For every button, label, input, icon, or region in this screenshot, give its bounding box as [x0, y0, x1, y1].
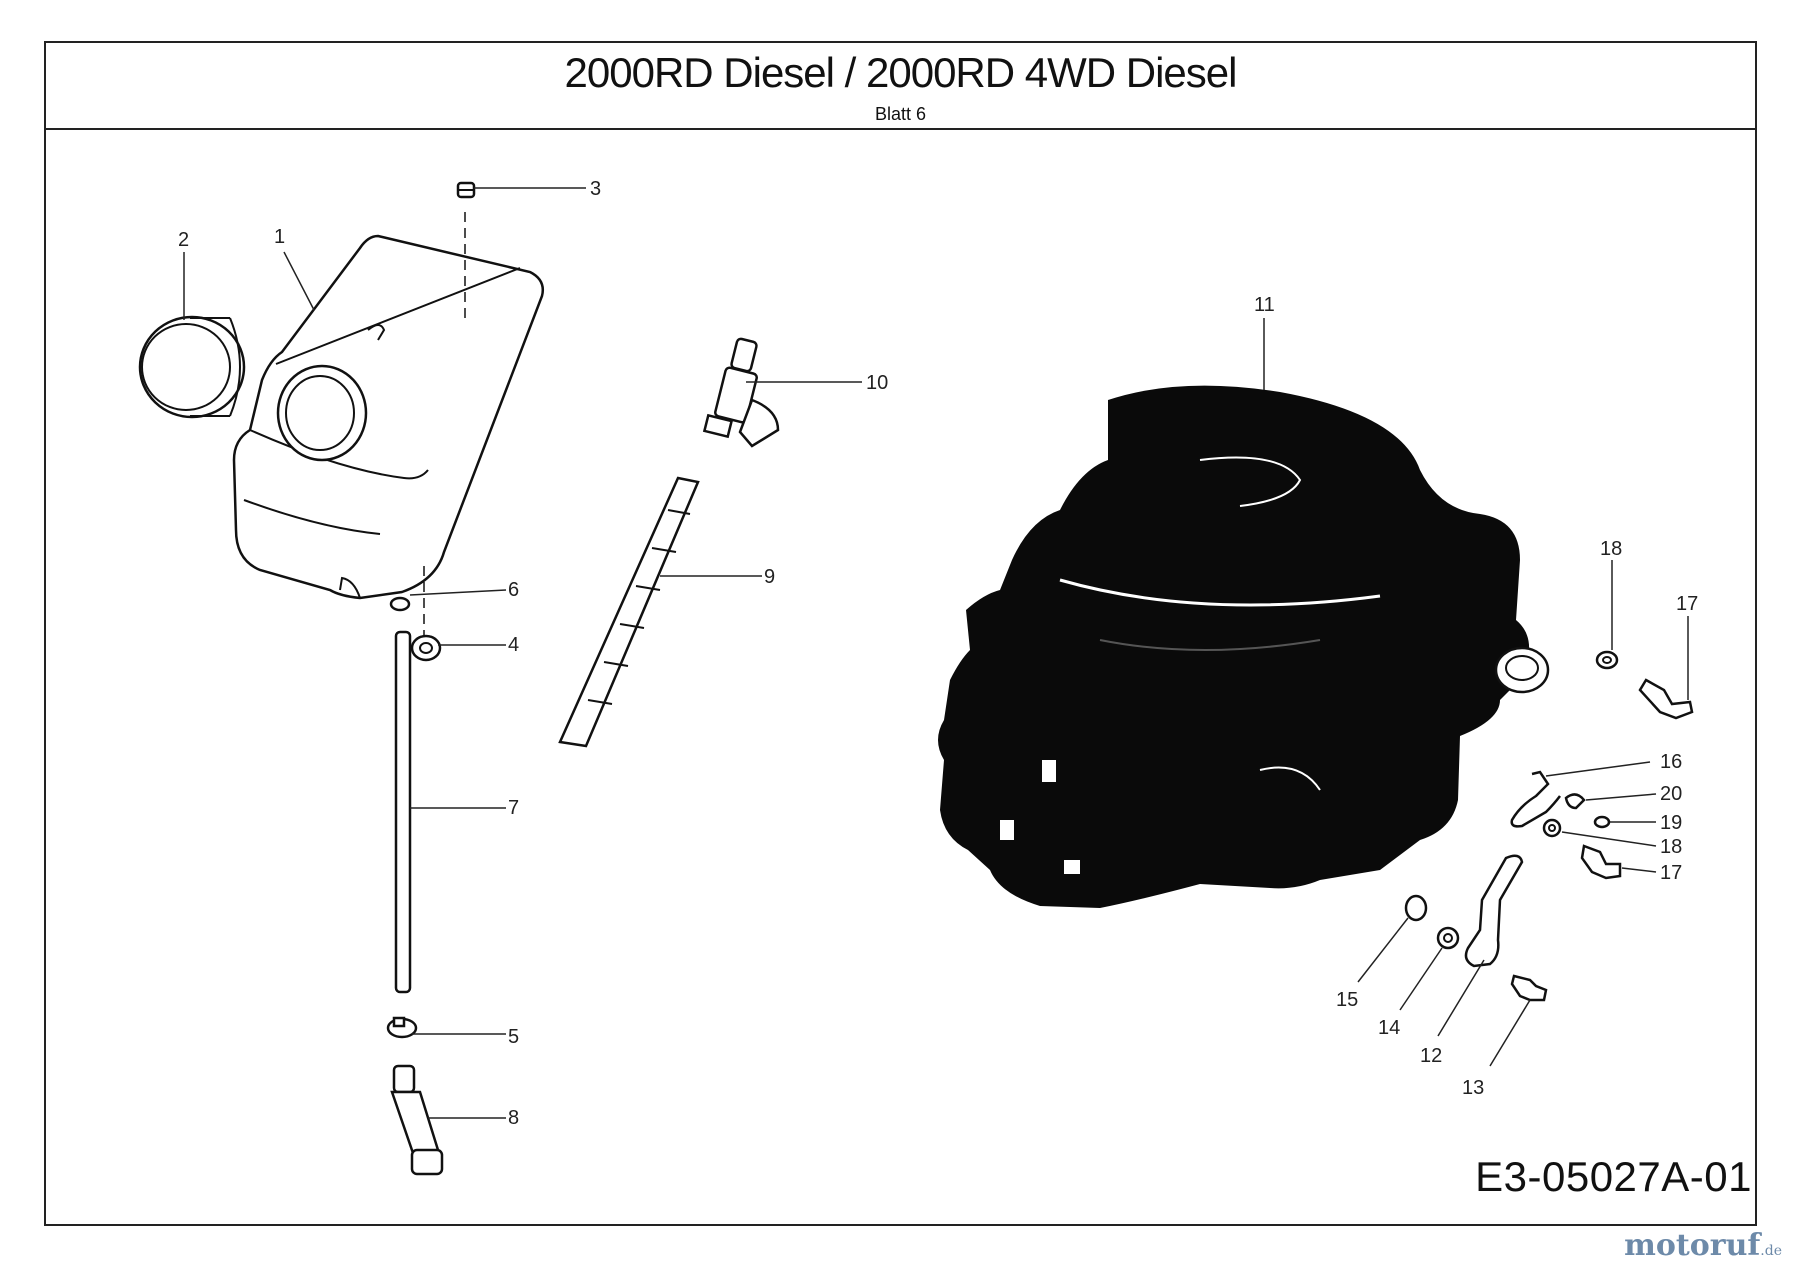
part-bolt-lower — [1580, 844, 1622, 880]
brand-logo[interactable]: motoruf.de — [1624, 1228, 1782, 1263]
part-fuel-tank — [232, 212, 544, 640]
part-bolt-upper — [1638, 678, 1694, 720]
part-fuel-sensor — [702, 337, 780, 448]
callout-6: 6 — [508, 579, 519, 601]
part-grommet — [410, 634, 442, 662]
part-lever-arm — [1464, 854, 1524, 968]
brand-name: motoruf — [1624, 1228, 1761, 1263]
callout-13: 13 — [1462, 1077, 1484, 1099]
brand-domain: .de — [1760, 1243, 1782, 1259]
callout-14: 14 — [1378, 1017, 1400, 1039]
drawing-code: E3-05027A-01 — [1475, 1153, 1752, 1200]
part-fuel-line — [394, 630, 412, 994]
part-fuel-valve — [390, 1064, 444, 1176]
callout-15: 15 — [1336, 989, 1358, 1011]
part-clip — [1564, 793, 1586, 810]
part-hose-clamp-lower — [386, 1016, 418, 1039]
callout-8: 8 — [508, 1107, 519, 1129]
part-filler-ring — [138, 315, 246, 419]
part-engine — [938, 385, 1550, 909]
callout-12: 12 — [1420, 1045, 1442, 1067]
drawing-sheet: 2000RD Diesel / 2000RD 4WD Diesel Blatt … — [44, 41, 1757, 1226]
sheet-number: Blatt 6 — [874, 104, 927, 124]
part-vent-cap — [456, 181, 476, 199]
part-hose-clamp-upper — [389, 596, 411, 612]
callout-20: 20 — [1660, 783, 1682, 805]
callout-11: 11 — [1254, 294, 1275, 316]
callout-18-upper: 18 — [1600, 538, 1622, 560]
part-fuel-hose — [558, 476, 700, 748]
callout-10: 10 — [866, 372, 888, 394]
part-bracket — [1510, 770, 1561, 828]
callout-2: 2 — [178, 229, 189, 251]
callout-18-lower: 18 — [1660, 836, 1682, 858]
callout-17-upper: 17 — [1676, 593, 1698, 615]
part-spacer — [1404, 894, 1428, 922]
callout-5: 5 — [508, 1026, 519, 1048]
callout-labels: 3 2 1 6 4 7 5 8 9 10 11 18 17 16 20 19 1… — [178, 178, 1698, 1129]
callout-4: 4 — [508, 634, 519, 656]
callout-19: 19 — [1660, 812, 1682, 834]
page-title: 2000RD Diesel / 2000RD 4WD Diesel — [564, 49, 1238, 96]
callout-16: 16 — [1660, 751, 1682, 773]
callout-3: 3 — [590, 178, 601, 200]
leader-lines — [183, 187, 1689, 1119]
part-nut — [1436, 926, 1460, 950]
part-pivot-bolt — [1510, 974, 1548, 1002]
part-washer-upper — [1595, 650, 1619, 670]
callout-1: 1 — [274, 226, 285, 248]
callout-9: 9 — [764, 566, 775, 588]
callout-17-lower: 17 — [1660, 862, 1682, 884]
title-block: 2000RD Diesel / 2000RD 4WD Diesel Blatt … — [46, 43, 1755, 130]
part-small-screw — [1593, 815, 1611, 829]
part-washer-lower — [1542, 818, 1562, 838]
callout-7: 7 — [508, 797, 519, 819]
